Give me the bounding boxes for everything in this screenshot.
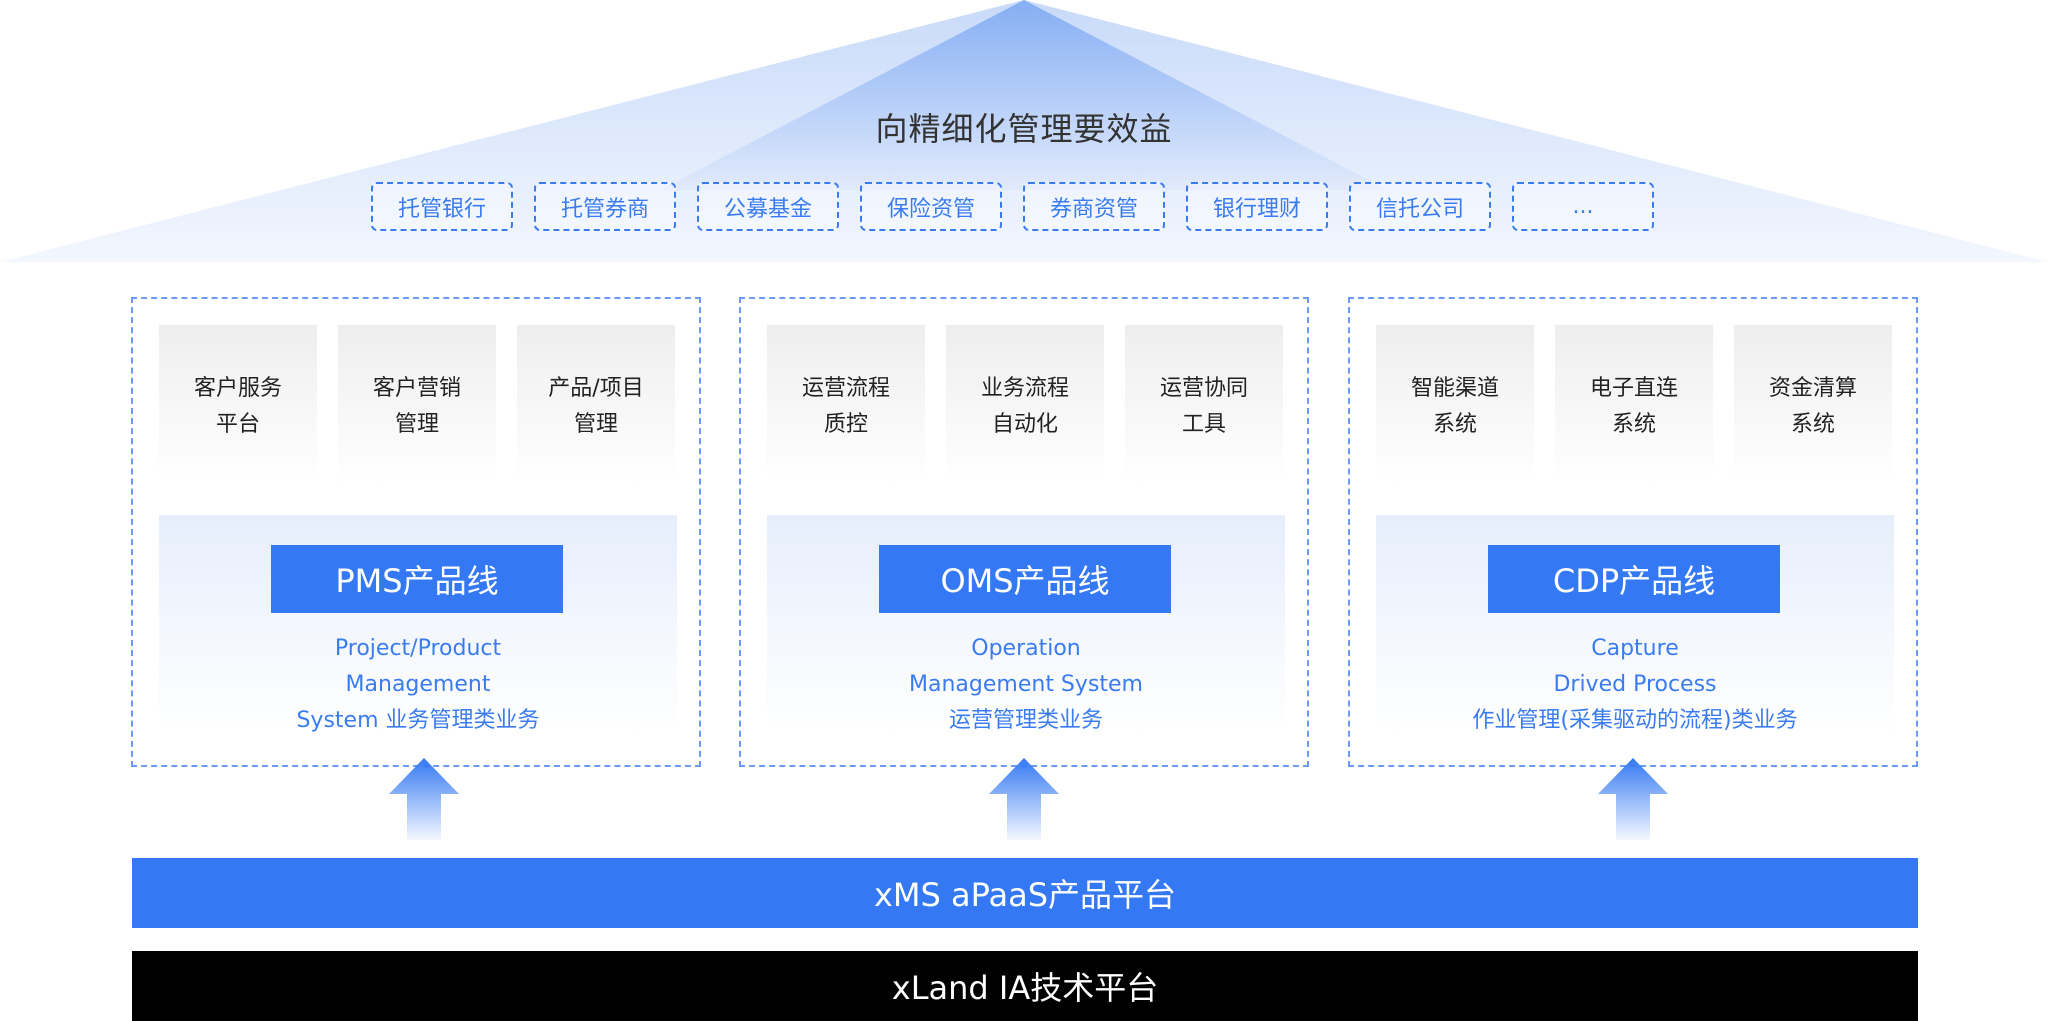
product-line-panel: CDP产品线 Capture Drived Process 作业管理(采集驱动的… [1376,515,1894,735]
up-arrow-icon [1598,758,1668,840]
up-arrow-icon [989,758,1059,840]
product-block-oms: 运营流程 质控 业务流程 自动化 运营协同 工具 OMS产品线 Operatio… [739,297,1309,767]
industry-chip[interactable]: 托管银行 [371,182,513,231]
feature-card[interactable]: 电子直连 系统 [1555,325,1713,485]
feature-card[interactable]: 运营协同 工具 [1125,325,1283,485]
product-line-description: Operation Management System 运营管理类业务 [909,636,1143,733]
xland-platform-bar[interactable]: xLand IA技术平台 [132,951,1918,1021]
industry-chips: 托管银行 托管券商 公募基金 保险资管 券商资管 银行理财 信托公司 ... [371,182,1654,231]
feature-card[interactable]: 运营流程 质控 [767,325,925,485]
roof-title: 向精细化管理要效益 [875,110,1173,148]
product-line-description: Project/Product Management System 业务管理类业… [296,636,540,733]
product-line-label[interactable]: PMS产品线 [271,545,563,613]
product-line-label[interactable]: CDP产品线 [1488,545,1780,613]
industry-chip[interactable]: 券商资管 [1023,182,1165,231]
product-block-cdp: 智能渠道 系统 电子直连 系统 资金清算 系统 CDP产品线 Capture D… [1348,297,1918,767]
feature-card[interactable]: 客户服务 平台 [159,325,317,485]
feature-row: 智能渠道 系统 电子直连 系统 资金清算 系统 [1376,325,1892,485]
up-arrow-icon [389,758,459,840]
feature-row: 运营流程 质控 业务流程 自动化 运营协同 工具 [767,325,1283,485]
feature-card[interactable]: 客户营销 管理 [338,325,496,485]
feature-row: 客户服务 平台 客户营销 管理 产品/项目 管理 [159,325,675,485]
feature-card[interactable]: 产品/项目 管理 [517,325,675,485]
product-block-pms: 客户服务 平台 客户营销 管理 产品/项目 管理 PMS产品线 Project/… [131,297,701,767]
industry-chip-more[interactable]: ... [1512,182,1654,231]
feature-card[interactable]: 资金清算 系统 [1734,325,1892,485]
industry-chip[interactable]: 托管券商 [534,182,676,231]
industry-chip[interactable]: 保险资管 [860,182,1002,231]
product-line-panel: PMS产品线 Project/Product Management System… [159,515,677,735]
industry-chip[interactable]: 银行理财 [1186,182,1328,231]
industry-chip[interactable]: 信托公司 [1349,182,1491,231]
feature-card[interactable]: 智能渠道 系统 [1376,325,1534,485]
product-line-description: Capture Drived Process 作业管理(采集驱动的流程)类业务 [1472,636,1798,733]
industry-chip[interactable]: 公募基金 [697,182,839,231]
product-line-panel: OMS产品线 Operation Management System 运营管理类… [767,515,1285,735]
apaas-platform-bar[interactable]: xMS aPaaS产品平台 [132,858,1918,928]
product-line-label[interactable]: OMS产品线 [879,545,1171,613]
feature-card[interactable]: 业务流程 自动化 [946,325,1104,485]
